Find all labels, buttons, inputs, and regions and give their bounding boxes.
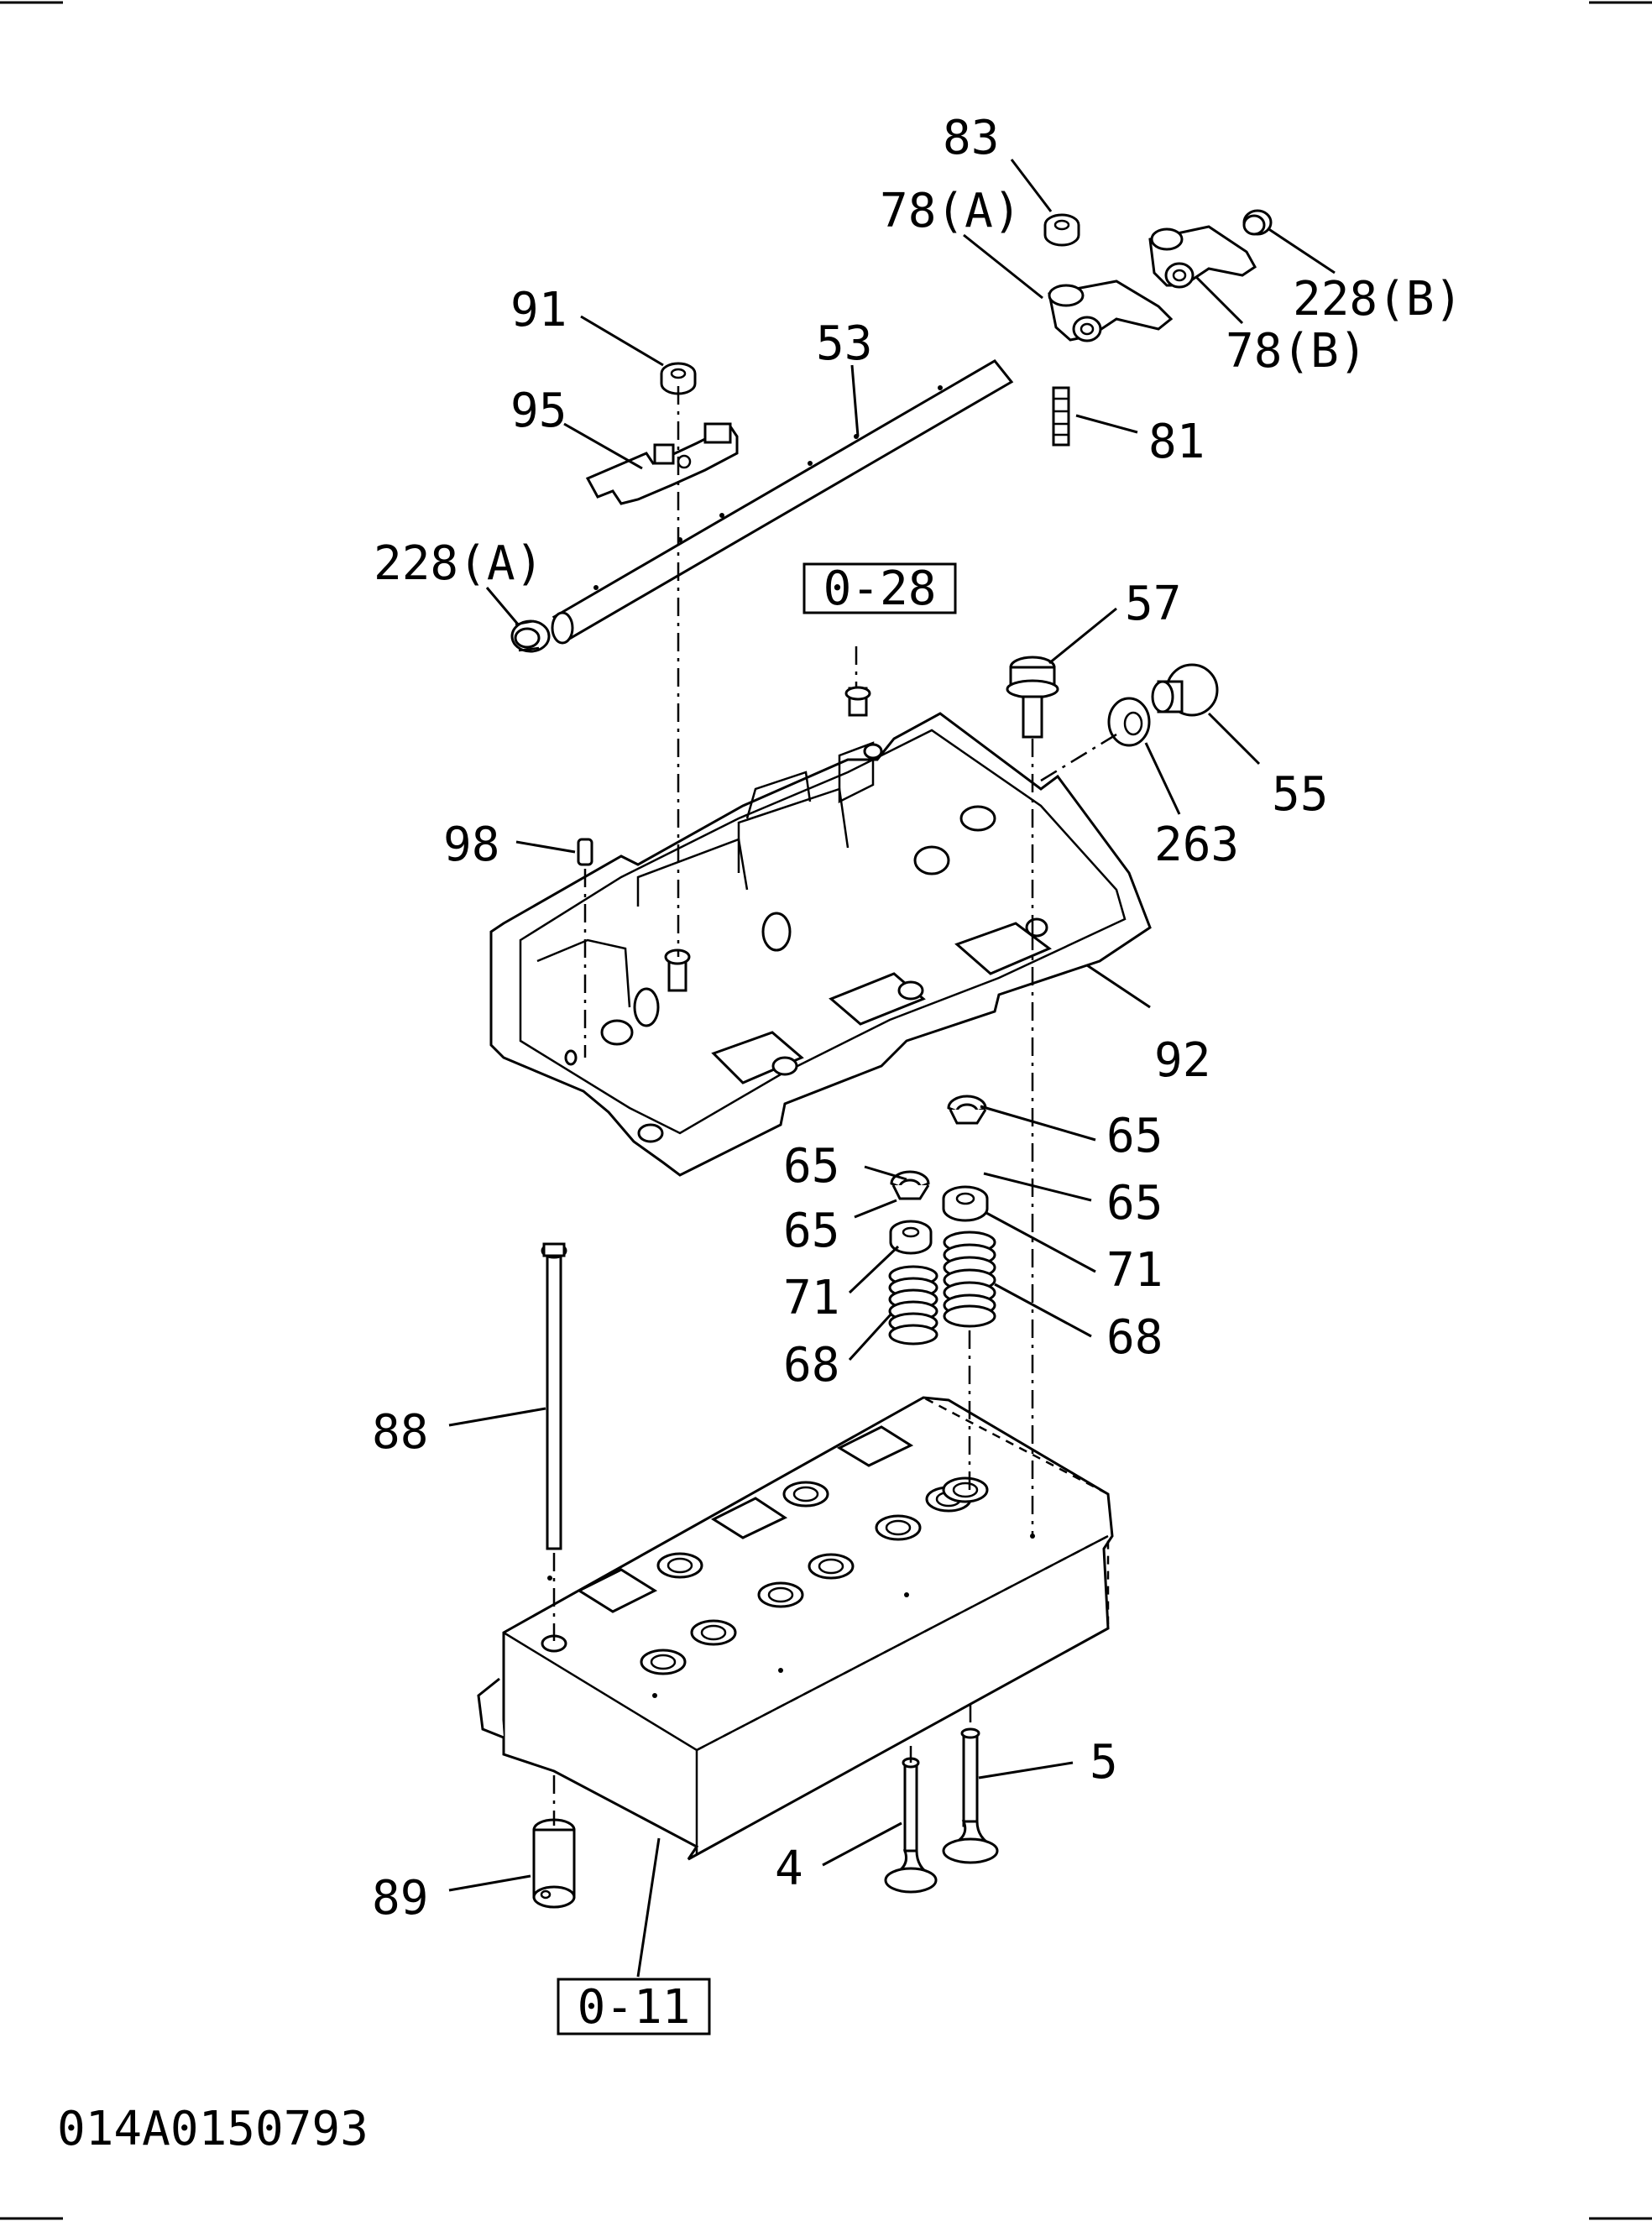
- callout-65-upper-right: 65: [1106, 1109, 1163, 1163]
- reference-0-11-label: 0-11: [578, 1980, 691, 2035]
- document-id: 014A0150793: [57, 2102, 369, 2156]
- leader-lines: [448, 159, 1336, 1978]
- bush-228b: [1242, 209, 1273, 236]
- callout-88: 88: [372, 1405, 428, 1460]
- rocker-housing-92: [489, 686, 1152, 1177]
- callout-65-lower-right: 65: [1106, 1176, 1163, 1231]
- callout-5: 5: [1090, 1735, 1118, 1790]
- cotter-65-left: [890, 1170, 930, 1200]
- dowel-89: [532, 1818, 576, 1909]
- spring-68-left: [888, 1265, 938, 1346]
- reference-box-0-28: 0-28: [802, 562, 957, 616]
- callout-53: 53: [816, 316, 872, 371]
- callout-92: 92: [1154, 1033, 1210, 1088]
- callout-65-lower-left: 65: [783, 1204, 839, 1258]
- nut-83: [1043, 213, 1080, 247]
- callout-55: 55: [1272, 767, 1328, 822]
- callout-98: 98: [443, 818, 499, 872]
- callout-71-right: 71: [1106, 1243, 1163, 1298]
- rocker-arm-78b: [1148, 225, 1257, 289]
- plug-55: [1151, 663, 1219, 717]
- valve-4: [884, 1757, 938, 1894]
- nut-91: [660, 362, 697, 395]
- washer-263: [1107, 697, 1151, 747]
- stud-81: [1052, 386, 1070, 447]
- bolt-57: [1006, 656, 1059, 739]
- assembly-lines: [552, 386, 1117, 1826]
- callout-91: 91: [510, 283, 567, 337]
- callout-68-right: 68: [1106, 1310, 1163, 1365]
- pin-98: [577, 838, 593, 866]
- callout-78b: 78(B): [1226, 324, 1367, 379]
- valve-5: [942, 1727, 999, 1864]
- callout-labels: 83 78(A) 228(B) 78(B) 91 53 95 81 228(A)…: [372, 111, 1462, 1926]
- cotter-65-right: [947, 1095, 987, 1125]
- cylinder-head: [477, 1396, 1114, 1861]
- callout-4: 4: [775, 1842, 803, 1896]
- bush-228a: [510, 619, 551, 653]
- callout-81: 81: [1148, 415, 1205, 469]
- retainer-71-left: [889, 1220, 933, 1255]
- callout-57: 57: [1125, 577, 1181, 631]
- reference-box-0-11: 0-11: [557, 1978, 711, 2035]
- retainer-71-right: [942, 1185, 989, 1222]
- callout-68-left: 68: [783, 1338, 839, 1393]
- push-rod-88: [541, 1242, 567, 1550]
- callout-78a: 78(A): [880, 184, 1022, 238]
- callout-89: 89: [372, 1871, 428, 1926]
- callout-228b: 228(B): [1293, 272, 1462, 327]
- reference-0-28-label: 0-28: [823, 562, 937, 616]
- callout-71-left: 71: [783, 1271, 839, 1325]
- valve-seats: [640, 1476, 989, 1675]
- callout-263: 263: [1154, 818, 1239, 872]
- callout-228a: 228(A): [374, 536, 543, 591]
- callout-65-upper-left: 65: [783, 1139, 839, 1194]
- bracket-95: [585, 422, 739, 505]
- callout-83: 83: [943, 111, 999, 165]
- callout-95: 95: [510, 384, 567, 438]
- spring-68-right: [943, 1231, 996, 1328]
- rocker-arm-78a: [1048, 280, 1174, 342]
